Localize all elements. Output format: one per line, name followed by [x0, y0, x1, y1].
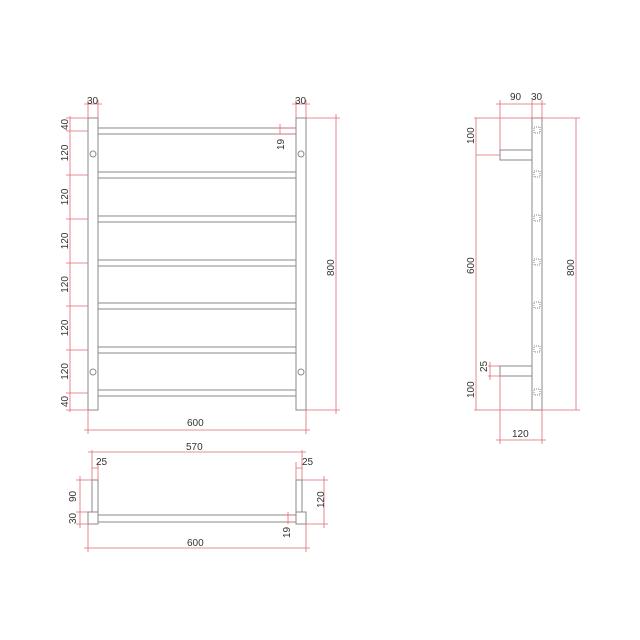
- rail: [97, 259, 297, 267]
- rail-end-icon: [533, 345, 541, 353]
- side-view: 90 30 100 600 100 25 800 120: [466, 92, 580, 444]
- top-left-bracket-width: 25: [96, 457, 108, 468]
- front-spacing-label: 120: [60, 232, 71, 249]
- side-top-dims: [496, 100, 546, 150]
- overall-depth-dim: [302, 476, 328, 528]
- bracket-width-dims: [92, 462, 302, 480]
- side-post-depth: 30: [531, 92, 543, 103]
- left-depth-dims: [76, 476, 92, 528]
- front-right-post-width: 30: [295, 96, 307, 107]
- left-post: [87, 117, 99, 411]
- front-spacing-label: 120: [60, 188, 71, 205]
- right-post-plan: [295, 511, 307, 525]
- right-bracket: [295, 479, 303, 513]
- fixing-icon: [89, 150, 97, 158]
- rail: [97, 346, 297, 354]
- rail-end-icon: [533, 126, 541, 134]
- top-bracket: [499, 149, 533, 161]
- side-bracket-thickness: 25: [479, 360, 490, 372]
- rail-plan: [97, 514, 297, 523]
- bottom-bracket: [499, 365, 533, 377]
- side-overall-depth: 120: [512, 429, 529, 440]
- side-bracket-depth: 90: [510, 92, 522, 103]
- fixing-icon: [297, 368, 305, 376]
- right-post: [295, 117, 307, 411]
- overall-height-dim: [306, 114, 340, 414]
- front-overall-height: 800: [326, 259, 337, 276]
- front-overall-width: 600: [187, 418, 204, 429]
- front-left-post-width: 30: [87, 96, 99, 107]
- rail-end-icon: [533, 301, 541, 309]
- rail: [97, 215, 297, 223]
- rail-end-icon: [533, 388, 541, 396]
- top-overall-depth: 120: [316, 491, 327, 508]
- top-view: 570 25 25 90 30 120 19 600: [68, 442, 328, 552]
- inner-width-dim: [88, 450, 306, 480]
- front-spacing-label: 120: [60, 319, 71, 336]
- side-depth-dim: [496, 376, 546, 444]
- left-bracket: [91, 479, 99, 513]
- fixing-icon: [297, 150, 305, 158]
- fixing-icon: [89, 368, 97, 376]
- side-overall-height: 800: [566, 259, 577, 276]
- rail: [97, 389, 297, 397]
- side-bracket-span: 600: [466, 257, 477, 274]
- top-right-bracket-width: 25: [302, 457, 314, 468]
- top-overall-width: 600: [187, 538, 204, 549]
- wall-fixings: [89, 150, 305, 376]
- front-spacing-label: 120: [60, 276, 71, 293]
- rail: [97, 302, 297, 310]
- front-view: 30 30 19 40 120 120 120 120 120 120 40 800 600: [60, 96, 340, 434]
- top-post-depth: 30: [68, 512, 79, 524]
- side-top-offset: 100: [466, 127, 477, 144]
- top-rail-thickness: 19: [282, 526, 293, 538]
- front-spacing-label: 40: [60, 395, 71, 407]
- rail-end-icon: [533, 170, 541, 178]
- rail-end-icon: [533, 258, 541, 266]
- front-spacing-label: 120: [60, 144, 71, 161]
- overall-width-dim: [84, 410, 310, 434]
- side-height-dims: [474, 117, 580, 411]
- side-bottom-offset: 100: [466, 381, 477, 398]
- rail-end-icon: [533, 214, 541, 222]
- rails: [97, 127, 297, 397]
- front-rail-thickness: 19: [276, 138, 287, 150]
- top-bracket-depth: 90: [68, 490, 79, 502]
- front-spacing-label: 120: [60, 363, 71, 380]
- front-spacing-label: 40: [60, 118, 71, 130]
- rail-thickness-dim: [276, 124, 296, 135]
- rail: [97, 171, 297, 179]
- spacing-dim-line: [66, 116, 88, 412]
- left-post-plan: [87, 511, 99, 525]
- top-overall-width-dim: [84, 524, 310, 552]
- top-inner-width: 570: [186, 442, 203, 453]
- rail: [97, 127, 297, 135]
- post-width-dims: [84, 100, 310, 118]
- top-rail-thickness-dim: [284, 512, 296, 524]
